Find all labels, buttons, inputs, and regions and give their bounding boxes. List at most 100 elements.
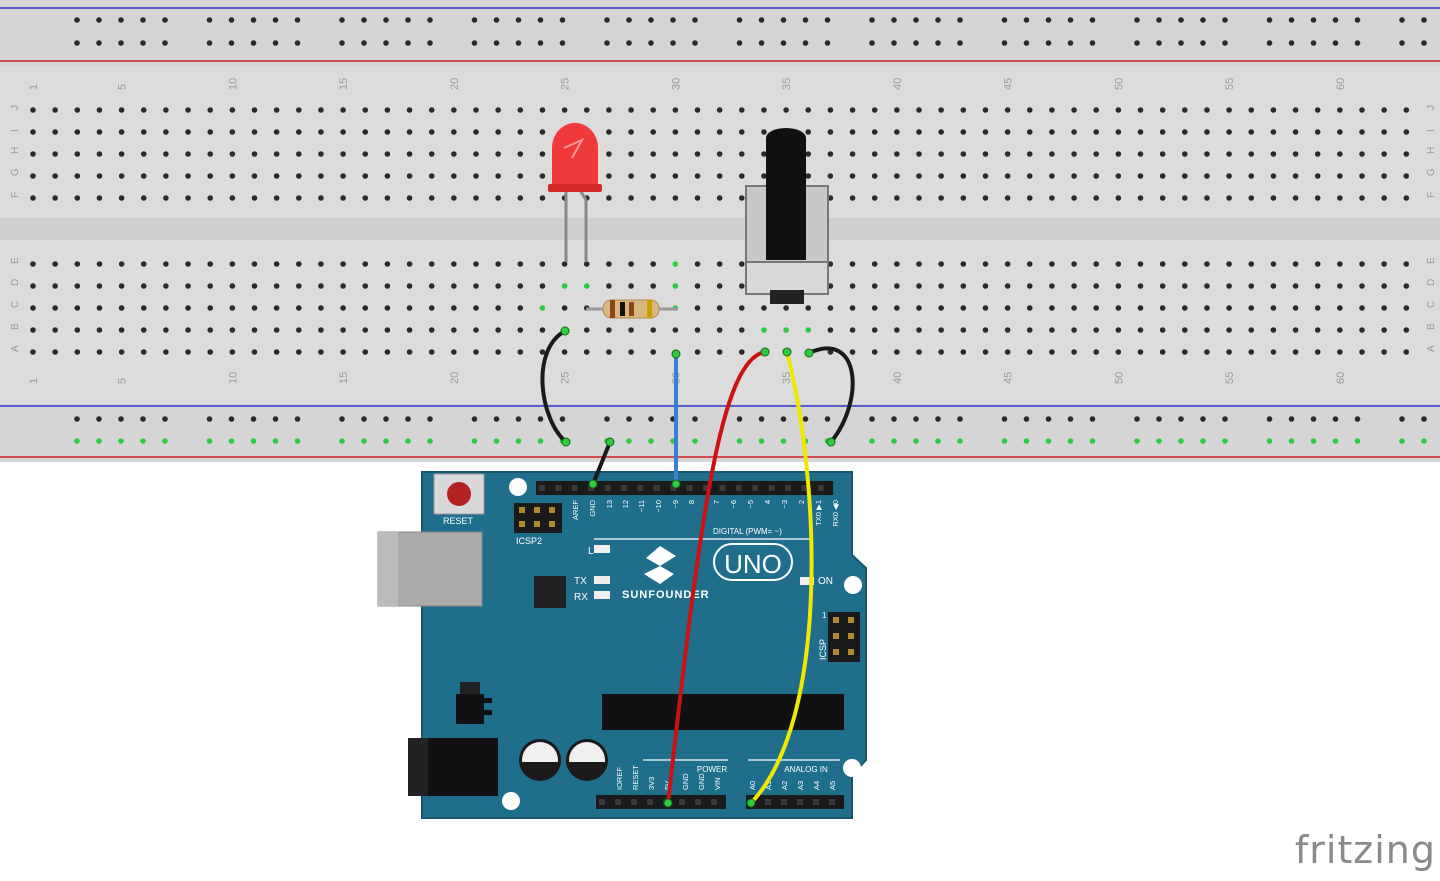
hole [916, 283, 922, 289]
hole [362, 283, 369, 289]
hole [583, 283, 590, 289]
power-label: POWER [697, 765, 727, 774]
wire-end [671, 349, 681, 359]
hole [185, 327, 191, 333]
column-number: 45 [1003, 372, 1015, 384]
hole [318, 129, 324, 135]
rail-hole [913, 40, 919, 46]
hole [296, 107, 302, 113]
icsp-pin [833, 649, 839, 655]
breadboard-labels: 1155101015152020252530303535404045455050… [10, 78, 1437, 384]
hole [473, 305, 479, 311]
rail-hole [74, 40, 80, 46]
rail-hole [1001, 438, 1008, 444]
rail-hole [869, 17, 875, 23]
rail-hole [935, 438, 941, 444]
hole [982, 107, 989, 113]
rail-hole [1288, 17, 1295, 23]
digital-pin-label: GND [588, 499, 597, 516]
red-led [548, 122, 602, 262]
hole [694, 173, 701, 179]
rail-hole [692, 40, 698, 46]
hole [960, 327, 967, 333]
hole [517, 349, 524, 355]
rail-hole [1399, 438, 1405, 444]
rail-hole [493, 416, 500, 422]
hole [340, 129, 346, 135]
hole [672, 195, 679, 201]
hole [1115, 349, 1122, 355]
hole [1359, 261, 1365, 267]
rail-hole [294, 17, 301, 23]
hole [273, 195, 280, 201]
hole [207, 173, 213, 179]
rail-hole [1023, 40, 1030, 46]
hole [1292, 195, 1299, 201]
digital-pin-label: 7 [712, 500, 721, 504]
rail-hole [1067, 40, 1074, 46]
hole [517, 151, 524, 157]
hole [606, 195, 612, 201]
hole [1159, 129, 1166, 135]
header-pin [571, 485, 578, 491]
rail-hole [272, 17, 279, 23]
hole [672, 173, 679, 179]
hole [1270, 107, 1277, 113]
hole [561, 349, 568, 355]
hole [495, 151, 501, 157]
hole [1381, 107, 1387, 113]
hole [894, 151, 900, 157]
hole [761, 151, 767, 157]
column-number: 5 [117, 378, 129, 384]
hole [739, 349, 745, 355]
rail-hole [1332, 17, 1339, 23]
hole [1071, 305, 1077, 311]
hole [118, 261, 125, 267]
hole [827, 107, 834, 113]
digital-pin-label: RX0 ◀0 [831, 500, 840, 527]
hole [1403, 261, 1410, 267]
hole [894, 129, 900, 135]
hole [163, 283, 169, 289]
hole [185, 173, 191, 179]
hole [362, 151, 369, 157]
top-power-rail [0, 0, 1440, 66]
rail-hole [493, 40, 500, 46]
hole [982, 151, 989, 157]
hole [1359, 327, 1365, 333]
hole [52, 173, 58, 179]
hole [1093, 173, 1099, 179]
hole [1071, 129, 1077, 135]
hole [1359, 195, 1365, 201]
rail-hole [1288, 40, 1295, 46]
hole [938, 327, 944, 333]
rail-hole [1067, 17, 1074, 23]
hole [185, 349, 191, 355]
hole [473, 327, 479, 333]
hole [1137, 349, 1144, 355]
rail-hole [339, 416, 345, 422]
hole [384, 261, 391, 267]
hole [495, 349, 501, 355]
hole [739, 173, 745, 179]
icsp2-pin [549, 521, 555, 527]
header-pin [539, 485, 545, 491]
rail-hole [1222, 416, 1228, 422]
hole [871, 107, 878, 113]
digital-pin-label: 8 [687, 500, 696, 504]
hole [1403, 195, 1410, 201]
hole [739, 283, 745, 289]
rail-hole [891, 438, 897, 444]
rail-hole [1001, 17, 1008, 23]
digital-pin-label: ~3 [780, 500, 789, 509]
hole [185, 261, 191, 267]
hole [1359, 305, 1365, 311]
hole [739, 151, 745, 157]
rail-hole [802, 17, 809, 23]
wire-end [746, 798, 756, 808]
hole [583, 327, 590, 333]
hole [938, 151, 944, 157]
hole [561, 107, 568, 113]
hole [118, 173, 125, 179]
hole [251, 129, 258, 135]
